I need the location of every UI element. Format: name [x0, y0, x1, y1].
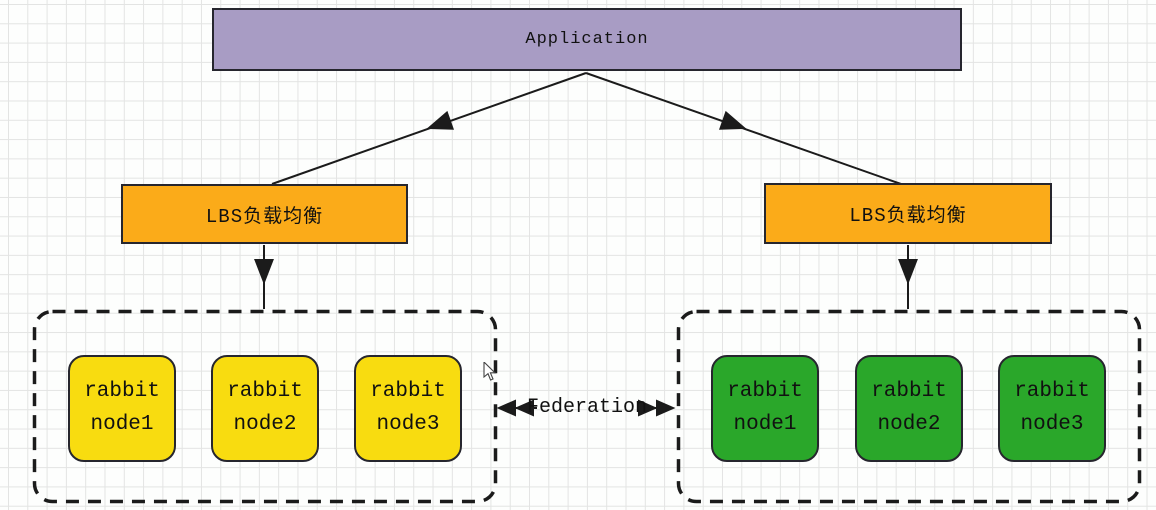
rabbit-node: rabbit node3: [354, 355, 462, 462]
right-cluster-border: [676, 309, 1142, 504]
rabbit-node: rabbit node3: [998, 355, 1106, 462]
arrowhead-right-icon: [718, 110, 747, 130]
left-cluster-border: [32, 309, 498, 504]
federation-arrowhead-icon: [496, 399, 516, 417]
arrowhead-left-icon: [426, 110, 455, 130]
rabbit-node: rabbit node2: [855, 355, 963, 462]
rabbit-node: rabbit node2: [211, 355, 319, 462]
lbs-load-balancer-right: LBS负载均衡: [764, 183, 1052, 244]
rabbit-node: rabbit node1: [711, 355, 819, 462]
arrowhead-down-icon: [254, 259, 274, 285]
federation-arrowhead-icon: [656, 399, 676, 417]
mouse-pointer-icon: [483, 362, 497, 381]
application-box: Application: [212, 8, 962, 71]
rabbit-node: rabbit node1: [68, 355, 176, 462]
arrowhead-down-icon: [898, 259, 918, 285]
federation-arrowhead-icon: [514, 399, 534, 417]
federation-arrowhead-icon: [638, 399, 658, 417]
federation-label: Federation: [526, 396, 648, 419]
lbs-load-balancer-left: LBS负载均衡: [121, 184, 408, 244]
